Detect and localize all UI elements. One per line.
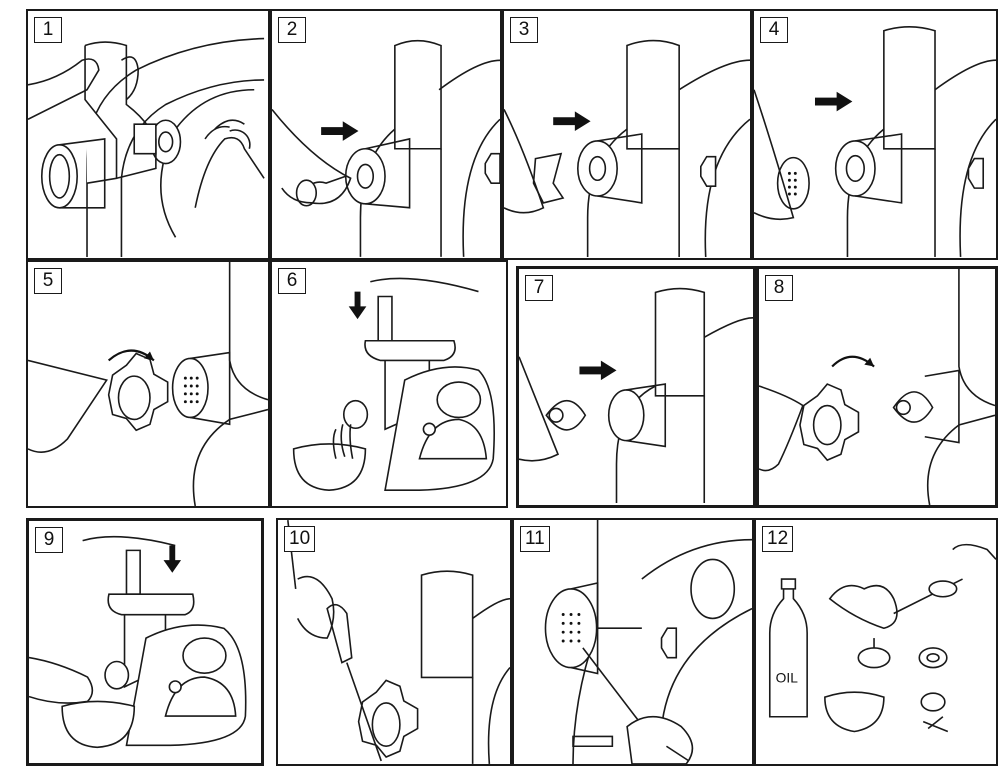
step-7-panel: 7: [516, 266, 756, 508]
step-11-panel: 11: [512, 518, 754, 766]
step-3-panel: 3: [502, 9, 752, 260]
step-9-illustration: [29, 521, 261, 763]
step-1-panel: 1: [26, 9, 270, 260]
step-6-illustration: [272, 262, 506, 506]
step-number: 5: [34, 268, 62, 294]
step-number: 8: [765, 275, 793, 301]
step-3-illustration: [504, 11, 750, 258]
step-4-panel: 4: [752, 9, 998, 260]
step-5-panel: 5: [26, 260, 270, 508]
step-11-illustration: [514, 520, 752, 764]
step-8-panel: 8: [756, 266, 998, 508]
step-number: 7: [525, 275, 553, 301]
step-number: 1: [34, 17, 62, 43]
step-10-panel: 10: [276, 518, 512, 766]
step-2-illustration: [272, 11, 500, 258]
oil-bottle-label: OIL: [776, 670, 799, 685]
step-1-illustration: [28, 11, 268, 258]
step-8-illustration: [759, 269, 995, 505]
step-5-illustration: [28, 262, 268, 506]
step-4-illustration: [754, 11, 996, 258]
step-7-illustration: [519, 269, 753, 505]
step-2-panel: 2: [270, 9, 502, 260]
step-10-illustration: [278, 520, 510, 764]
step-number: 11: [520, 526, 550, 552]
step-number: 2: [278, 17, 306, 43]
step-6-panel: 6: [270, 260, 508, 508]
step-9-panel: 9: [26, 518, 264, 766]
step-12-illustration: OIL: [756, 520, 996, 764]
step-12-panel: OIL 12: [754, 518, 998, 766]
step-number: 3: [510, 17, 538, 43]
step-number: 10: [284, 526, 316, 552]
step-number: 12: [762, 526, 794, 552]
oil-bottle: [770, 589, 807, 717]
step-number: 6: [278, 268, 306, 294]
step-number: 9: [35, 527, 63, 553]
step-number: 4: [760, 17, 788, 43]
